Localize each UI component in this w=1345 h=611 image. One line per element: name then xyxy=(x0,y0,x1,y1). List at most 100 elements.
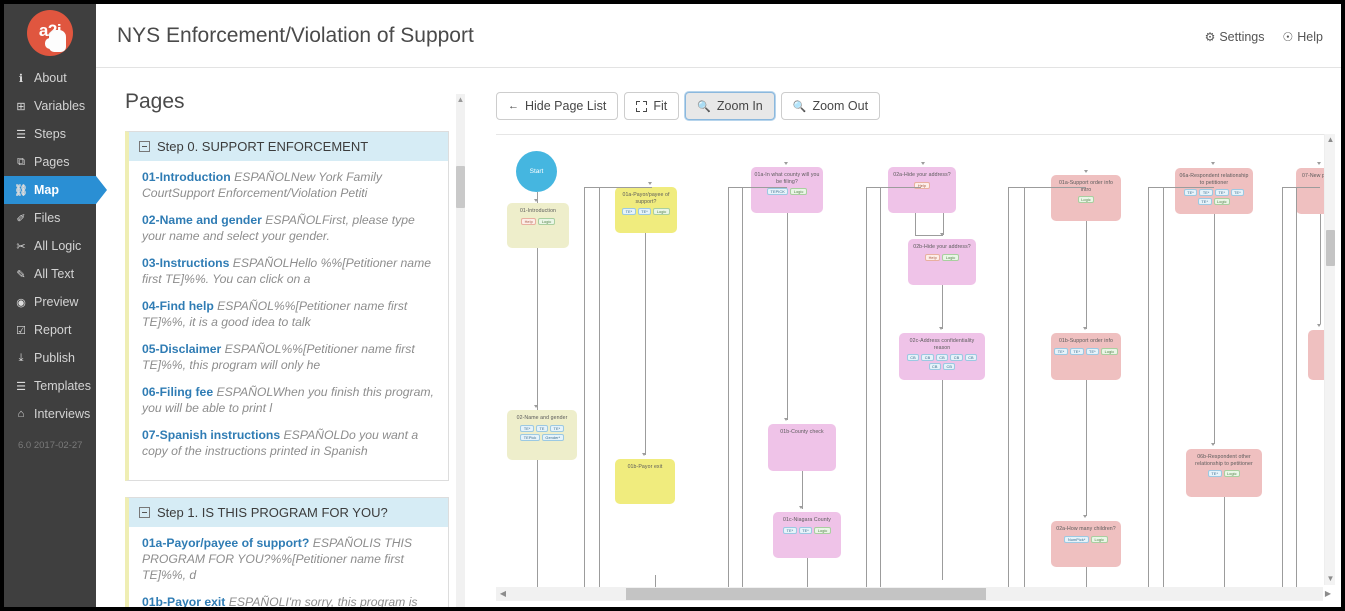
map-horizontal-scrollbar[interactable]: ◀ ▶ xyxy=(496,587,1331,601)
scroll-up-icon[interactable]: ▲ xyxy=(456,95,465,104)
map-node[interactable]: 06a-Respondent relationship to petitione… xyxy=(1175,168,1253,214)
help-button[interactable]: ☉ Help xyxy=(1283,30,1323,44)
page-list-item[interactable]: 02-Name and gender ESPAÑOLFirst, please … xyxy=(142,212,436,244)
zoom-in-button[interactable]: 🔍 Zoom In xyxy=(685,92,775,120)
zoom-out-button[interactable]: 🔍 Zoom Out xyxy=(780,92,881,120)
page-list-item[interactable]: 01b-Payor exit ESPAÑOLI'm sorry, this pr… xyxy=(142,594,436,607)
page-list-item[interactable]: 05-Disclaimer ESPAÑOL%%[Petitioner name … xyxy=(142,341,436,373)
sidebar-item-all-logic[interactable]: ✂All Logic xyxy=(4,232,96,260)
map-node-badge[interactable]: Help xyxy=(914,181,930,189)
page-name-link[interactable]: 02-Name and gender xyxy=(142,213,262,227)
map-node[interactable]: 01b-County check xyxy=(768,424,836,471)
pages-scroll-thumb[interactable] xyxy=(456,166,465,208)
sidebar-item-templates[interactable]: ☰Templates xyxy=(4,372,96,400)
page-name-link[interactable]: 06-Filing fee xyxy=(142,385,214,399)
map-node-badge[interactable]: TE* xyxy=(550,424,564,432)
map-node-badge[interactable]: Logic xyxy=(942,253,959,261)
map-node-badge[interactable]: TE* xyxy=(1054,347,1068,355)
map-node-badge[interactable]: TE* xyxy=(520,424,534,432)
map-node-badge[interactable]: TE* xyxy=(637,208,652,215)
page-name-link[interactable]: 01b-Payor exit xyxy=(142,595,226,607)
scroll-right-icon[interactable]: ▶ xyxy=(1324,589,1332,598)
a2j-logo[interactable]: a2j xyxy=(27,10,73,56)
map-node-badge[interactable]: Logic xyxy=(1223,470,1241,477)
page-list-item[interactable]: 06-Filing fee ESPAÑOLWhen you finish thi… xyxy=(142,384,436,416)
map-node[interactable]: 01a-Payor/payee of support?TE*TE*Logic xyxy=(615,187,677,233)
map-node-badge[interactable]: Logic xyxy=(1090,535,1108,543)
pages-panel-scrollbar[interactable]: ▲ xyxy=(456,94,465,607)
map-node-badge[interactable]: TE* xyxy=(1215,189,1229,196)
page-list-item[interactable]: 03-Instructions ESPAÑOLHello %%[Petition… xyxy=(142,255,436,287)
map-hscroll-thumb[interactable] xyxy=(626,588,986,600)
map-node[interactable]: 01a-In what county will you be filing?TE… xyxy=(751,167,823,213)
map-vertical-scrollbar[interactable]: ▲ ▼ xyxy=(1324,134,1335,585)
map-node-badge[interactable]: CB xyxy=(906,354,920,361)
map-node-badge[interactable]: TE* xyxy=(783,526,797,534)
map-node[interactable]: 01b-Payor exit xyxy=(615,459,675,504)
page-name-link[interactable]: 01-Introduction xyxy=(142,170,231,184)
scroll-up-icon[interactable]: ▲ xyxy=(1326,135,1335,144)
page-list-item[interactable]: 01a-Payor/payee of support? ESPAÑOLIS TH… xyxy=(142,535,436,583)
scroll-left-icon[interactable]: ◀ xyxy=(499,589,507,598)
map-node-badge[interactable]: NumPick* xyxy=(1064,535,1089,543)
map-node-badge[interactable]: Logic xyxy=(814,526,831,534)
collapse-minus-icon[interactable] xyxy=(139,507,150,518)
fit-button[interactable]: Fit xyxy=(624,92,680,120)
sidebar-item-steps[interactable]: ☰Steps xyxy=(4,120,96,148)
map-node-badge[interactable]: CB xyxy=(950,354,963,361)
map-node-badge[interactable]: CB xyxy=(964,354,978,361)
page-name-link[interactable]: 03-Instructions xyxy=(142,256,230,270)
map-node-badge[interactable]: TE xyxy=(535,424,549,432)
map-node-badge[interactable]: CB xyxy=(943,363,956,370)
map-node-badge[interactable]: CB xyxy=(935,354,949,361)
step-header[interactable]: Step 1. IS THIS PROGRAM FOR YOU? xyxy=(129,498,448,527)
map-node-badge[interactable]: Help xyxy=(925,253,941,261)
page-name-link[interactable]: 07-Spanish instructions xyxy=(142,428,281,442)
map-node[interactable]: 02a-How many children?NumPick*Logic xyxy=(1051,521,1121,567)
page-name-link[interactable]: 01a-Payor/payee of support? xyxy=(142,536,310,550)
map-node-badge[interactable]: TE* xyxy=(798,526,813,534)
map-node-badge[interactable]: TE* xyxy=(1199,189,1213,196)
map-node-badge[interactable]: TE* xyxy=(1207,470,1222,477)
page-name-link[interactable]: 04-Find help xyxy=(142,299,214,313)
sidebar-item-publish[interactable]: ⤓Publish xyxy=(4,344,96,372)
map-node[interactable]: 02a-Hide your address?Help xyxy=(888,167,956,213)
map-node-badge[interactable]: TEPick xyxy=(520,433,540,441)
scroll-down-icon[interactable]: ▼ xyxy=(1326,574,1335,583)
map-node-badge[interactable]: Logic xyxy=(1213,198,1231,205)
map-node-badge[interactable]: CB xyxy=(928,363,941,370)
map-node-badge[interactable]: Logic xyxy=(1077,196,1095,203)
sidebar-item-files[interactable]: ✐Files xyxy=(4,204,96,232)
map-node-start[interactable]: Start xyxy=(516,151,557,192)
page-list-item[interactable]: 04-Find help ESPAÑOL%%[Petitioner name f… xyxy=(142,298,436,330)
map-node-badge[interactable]: TE* xyxy=(1230,189,1245,196)
collapse-minus-icon[interactable] xyxy=(139,141,150,152)
page-name-link[interactable]: 05-Disclaimer xyxy=(142,342,222,356)
map-node-badge[interactable]: Logic xyxy=(1101,347,1118,355)
map-node-badge[interactable]: Logic xyxy=(538,217,555,225)
sidebar-item-interviews[interactable]: ⌂Interviews xyxy=(4,400,96,428)
step-header[interactable]: Step 0. SUPPORT ENFORCEMENT xyxy=(129,132,448,161)
map-node-badge[interactable]: TE* xyxy=(1183,189,1198,196)
map-node[interactable]: 06b-Respondent other relationship to pet… xyxy=(1186,449,1262,497)
sidebar-item-pages[interactable]: ⧉Pages xyxy=(4,148,96,176)
map-node-badge[interactable]: TE* xyxy=(622,208,636,215)
map-node-badge[interactable]: TE* xyxy=(1069,347,1084,355)
map-node-badge[interactable]: Logic xyxy=(653,208,670,215)
sidebar-item-variables[interactable]: ⊞Variables xyxy=(4,92,96,120)
sidebar-item-map[interactable]: ⛓Map xyxy=(4,176,107,204)
page-list-item[interactable]: 01-Introduction ESPAÑOLNew York Family C… xyxy=(142,169,436,201)
sidebar-item-preview[interactable]: ◉Preview xyxy=(4,288,96,316)
sidebar-item-report[interactable]: ☑Report xyxy=(4,316,96,344)
map-node-badge[interactable]: Help xyxy=(521,217,537,225)
settings-button[interactable]: ⚙ Settings xyxy=(1205,30,1265,44)
map-node-badge[interactable]: Logic xyxy=(790,188,807,195)
map-node-badge[interactable]: TE* xyxy=(1085,347,1100,355)
hide-page-list-button[interactable]: ← Hide Page List xyxy=(496,92,619,120)
sidebar-item-all-text[interactable]: ✎All Text xyxy=(4,260,96,288)
